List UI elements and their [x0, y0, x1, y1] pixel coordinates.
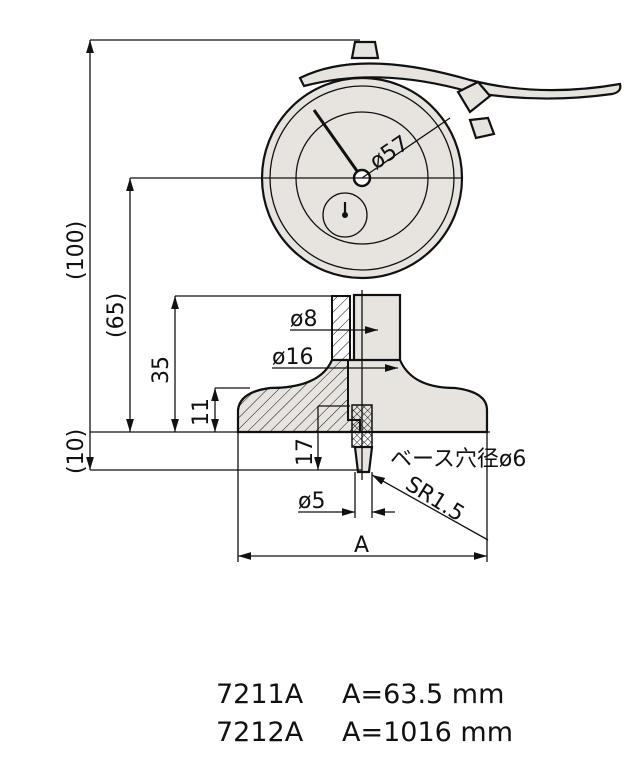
base-hole-note: ベース穴径ø6 [390, 447, 526, 472]
contact-diameter-label: ø5 [298, 489, 325, 514]
model-table: 7211A A=63.5 mm 7212A A=1016 mm [216, 676, 513, 752]
contact-length-label: (10) [64, 429, 89, 474]
base-width-label: A [354, 533, 369, 558]
model-spec: A=63.5 mm [342, 679, 505, 710]
model-spec: A=1016 mm [342, 717, 513, 748]
tip-radius-label: SR1.5 [401, 472, 469, 527]
height-center-label: (65) [104, 293, 129, 338]
height-total-label: (100) [64, 221, 89, 280]
dimension-lines [86, 39, 490, 562]
base-depth-label: 17 [293, 438, 318, 466]
stem-diameter-label: ø8 [290, 307, 317, 332]
gauge-body [236, 290, 489, 480]
model-number: 7211A [216, 679, 304, 710]
height-base-label: 11 [189, 398, 214, 426]
model-row: 7212A A=1016 mm [216, 714, 513, 752]
model-row: 7211A A=63.5 mm [216, 676, 513, 714]
height-stem-label: 35 [149, 356, 174, 384]
collar-diameter-label: ø16 [272, 345, 313, 370]
model-number: 7212A [216, 717, 304, 748]
lifting-lever [298, 40, 622, 140]
